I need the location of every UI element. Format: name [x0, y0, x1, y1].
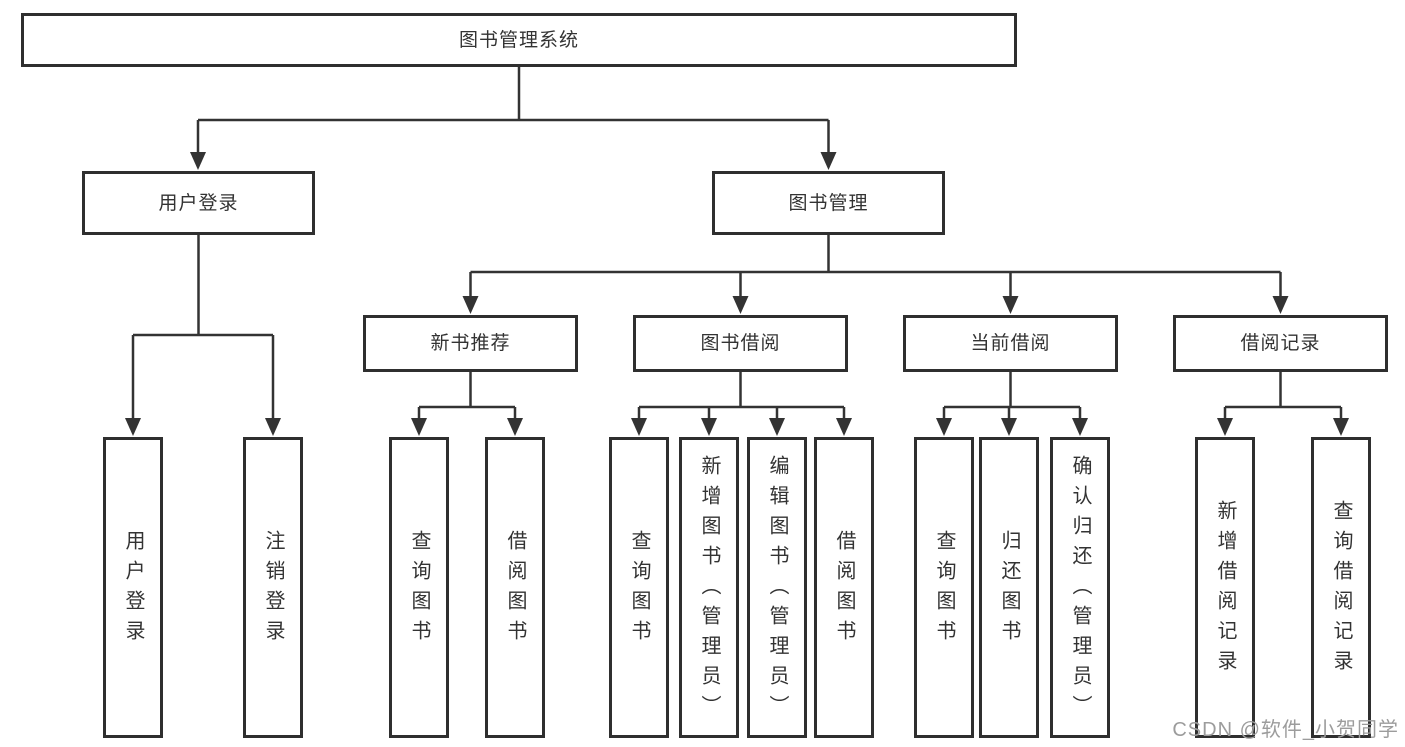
leaf-recommend-query-books: 查询图书: [389, 437, 449, 738]
leaf-edit-books-admin: 编辑图书（管理员）: [747, 437, 807, 738]
node-root: 图书管理系统: [21, 13, 1017, 67]
leaf-borrow-query-books: 查询图书: [609, 437, 669, 738]
leaf-user-login: 用户登录: [103, 437, 163, 738]
csdn-watermark: CSDN @软件_小贺同学: [1172, 719, 1399, 741]
node-current-borrow: 当前借阅: [903, 315, 1118, 372]
node-book-management: 图书管理: [712, 171, 945, 235]
leaf-query-borrow-record: 查询借阅记录: [1311, 437, 1371, 738]
leaf-current-query-books: 查询图书: [914, 437, 974, 738]
node-book-borrow: 图书借阅: [633, 315, 848, 372]
leaf-confirm-return-admin: 确认归还（管理员）: [1050, 437, 1110, 738]
leaf-return-books: 归还图书: [979, 437, 1039, 738]
node-user-login: 用户登录: [82, 171, 315, 235]
node-new-book-recommend: 新书推荐: [363, 315, 578, 372]
leaf-logout: 注销登录: [243, 437, 303, 738]
node-borrow-records: 借阅记录: [1173, 315, 1388, 372]
leaf-add-books-admin: 新增图书（管理员）: [679, 437, 739, 738]
leaf-add-borrow-record: 新增借阅记录: [1195, 437, 1255, 738]
leaf-recommend-borrow-books: 借阅图书: [485, 437, 545, 738]
leaf-borrow-borrow-books: 借阅图书: [814, 437, 874, 738]
